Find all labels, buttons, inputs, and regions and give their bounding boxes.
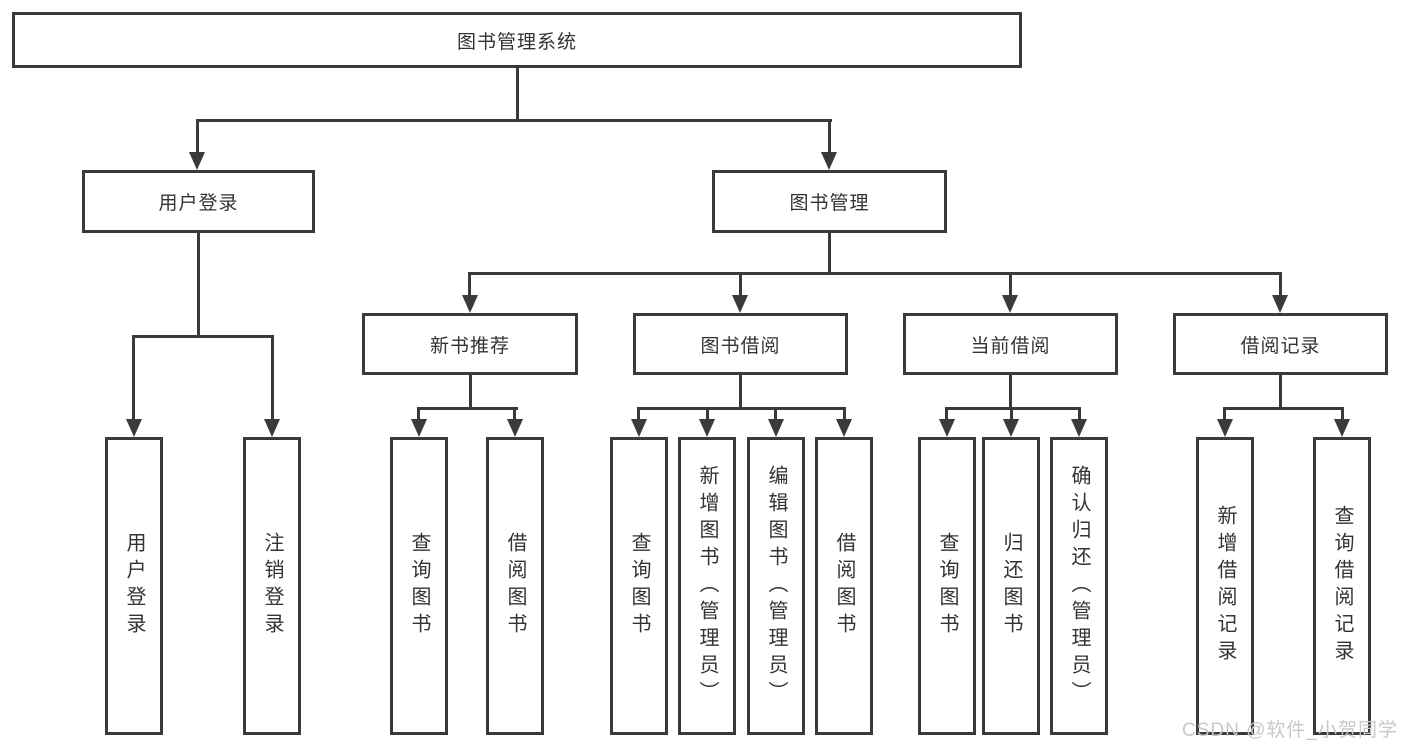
leaf-return-books: 归还图书 [982, 437, 1040, 735]
leaf-edit-books-admin: 编辑图书（管理员） [747, 437, 805, 735]
leaf-query-borrow-record-label: 查询借阅记录 [1331, 505, 1353, 667]
arrow-down-icon [732, 295, 748, 313]
connector-line [637, 407, 640, 421]
leaf-user-login: 用户登录 [105, 437, 163, 735]
arrow-down-icon [1334, 419, 1350, 437]
leaf-query-books-borrowing-label: 查询图书 [628, 532, 650, 640]
node-root-label: 图书管理系统 [456, 31, 577, 53]
connector-line [469, 375, 472, 409]
node-current-borrowing-label: 当前借阅 [970, 335, 1051, 357]
connector-line [739, 272, 742, 297]
node-root: 图书管理系统 [12, 12, 1022, 68]
leaf-edit-books-admin-label: 编辑图书（管理员） [765, 464, 787, 708]
connector-line [132, 335, 135, 421]
connector-line [739, 375, 742, 409]
leaf-user-login-label: 用户登录 [123, 532, 145, 640]
connector-line [1078, 407, 1081, 421]
node-new-book-recommendation: 新书推荐 [362, 313, 578, 375]
connector-line [417, 407, 420, 421]
connector-line [1009, 272, 1012, 297]
node-borrowing-records: 借阅记录 [1173, 313, 1388, 375]
connector-line [706, 407, 709, 421]
node-new-book-recommendation-label: 新书推荐 [429, 335, 510, 357]
connector-line [1341, 407, 1344, 421]
leaf-add-borrow-record: 新增借阅记录 [1196, 437, 1254, 735]
connector-line [843, 407, 846, 421]
watermark: CSDN @软件_小贺同学 [1182, 720, 1398, 741]
connector-line [945, 407, 948, 421]
arrow-down-icon [1272, 295, 1288, 313]
connector-line [417, 407, 518, 410]
connector-line [196, 119, 199, 154]
node-current-borrowing: 当前借阅 [903, 313, 1118, 375]
leaf-query-books-current-label: 查询图书 [936, 532, 958, 640]
leaf-borrow-books-label: 借阅图书 [833, 532, 855, 640]
node-book-borrowing: 图书借阅 [633, 313, 848, 375]
arrow-down-icon [507, 419, 523, 437]
connector-line [132, 335, 274, 338]
leaf-add-borrow-record-label: 新增借阅记录 [1214, 505, 1236, 667]
arrow-down-icon [189, 152, 205, 170]
connector-line [196, 119, 832, 122]
connector-line [1223, 407, 1344, 410]
leaf-query-books-recommend: 查询图书 [390, 437, 448, 735]
connector-line [513, 407, 516, 421]
leaf-query-books-borrowing: 查询图书 [610, 437, 668, 735]
leaf-logout-label: 注销登录 [261, 532, 283, 640]
node-book-management-label: 图书管理 [789, 193, 870, 214]
arrow-down-icon [126, 419, 142, 437]
connector-line [1279, 272, 1282, 297]
connector-line [516, 68, 519, 121]
arrow-down-icon [1217, 419, 1233, 437]
leaf-query-books-current: 查询图书 [918, 437, 976, 735]
arrow-down-icon [821, 152, 837, 170]
connector-line [828, 233, 831, 274]
node-user-login-label: 用户登录 [158, 193, 239, 214]
leaf-borrow-books-recommend: 借阅图书 [486, 437, 544, 735]
connector-line [271, 335, 274, 421]
arrow-down-icon [411, 419, 427, 437]
leaf-query-borrow-record: 查询借阅记录 [1313, 437, 1371, 735]
node-book-borrowing-label: 图书借阅 [700, 335, 781, 357]
leaf-confirm-return-admin-label: 确认归还（管理员） [1068, 464, 1090, 708]
leaf-add-books-admin: 新增图书（管理员） [678, 437, 736, 735]
leaf-add-books-admin-label: 新增图书（管理员） [696, 464, 718, 708]
connector-line [1223, 407, 1226, 421]
connector-line [637, 407, 846, 410]
connector-line [828, 119, 831, 154]
arrow-down-icon [768, 419, 784, 437]
arrow-down-icon [1003, 419, 1019, 437]
connector-line [468, 272, 1282, 275]
arrow-down-icon [836, 419, 852, 437]
leaf-logout: 注销登录 [243, 437, 301, 735]
connector-line [468, 272, 471, 297]
connector-line [774, 407, 777, 421]
leaf-confirm-return-admin: 确认归还（管理员） [1050, 437, 1108, 735]
connector-line [1010, 407, 1013, 421]
arrow-down-icon [1002, 295, 1018, 313]
arrow-down-icon [699, 419, 715, 437]
leaf-borrow-books-recommend-label: 借阅图书 [504, 532, 526, 640]
node-user-login: 用户登录 [82, 170, 315, 233]
arrow-down-icon [264, 419, 280, 437]
leaf-borrow-books: 借阅图书 [815, 437, 873, 735]
arrow-down-icon [939, 419, 955, 437]
arrow-down-icon [462, 295, 478, 313]
connector-line [1009, 375, 1012, 409]
connector-line [1279, 375, 1282, 409]
connector-line [945, 407, 1081, 410]
node-borrowing-records-label: 借阅记录 [1240, 335, 1321, 357]
leaf-query-books-recommend-label: 查询图书 [408, 532, 430, 640]
arrow-down-icon [1071, 419, 1087, 437]
node-book-management: 图书管理 [712, 170, 947, 233]
arrow-down-icon [631, 419, 647, 437]
leaf-return-books-label: 归还图书 [1000, 532, 1022, 640]
connector-line [197, 233, 200, 337]
